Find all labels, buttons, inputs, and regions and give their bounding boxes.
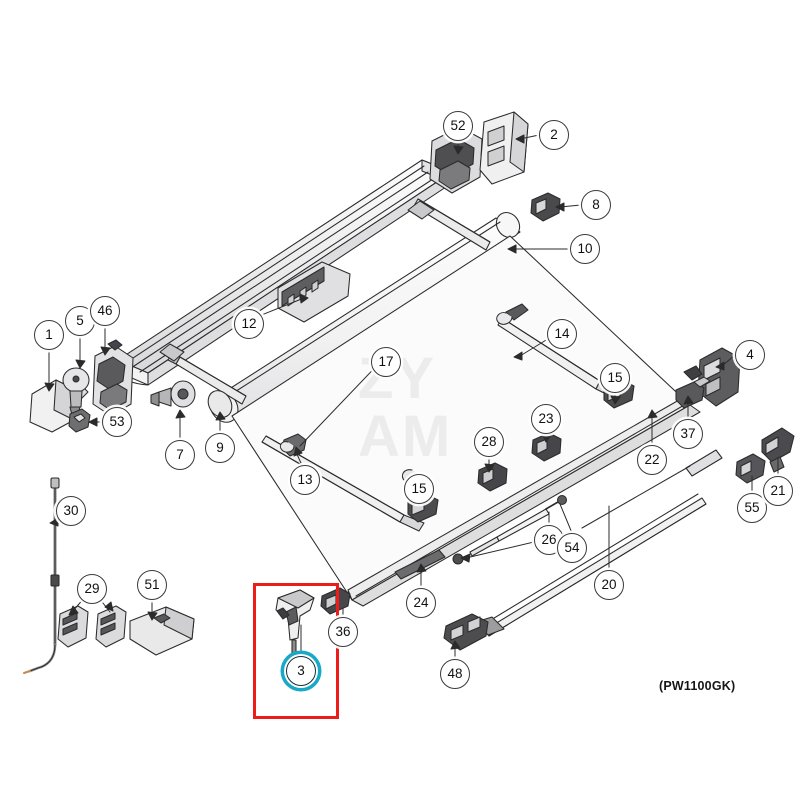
part-55-fitting: [735, 453, 766, 484]
callout-13[interactable]: 13: [290, 465, 320, 495]
callout-55[interactable]: 55: [737, 493, 767, 523]
articulated-arm-right: [407, 198, 491, 251]
callout-22[interactable]: 22: [637, 445, 667, 475]
callout-17[interactable]: 17: [371, 347, 401, 377]
part-51-cover: [129, 606, 195, 656]
part-52-mount: [429, 122, 483, 194]
part-24-strip: [394, 549, 446, 580]
part-code-label: (PW1100GK): [659, 679, 736, 693]
callout-7[interactable]: 7: [165, 440, 195, 470]
callout-12[interactable]: 12: [234, 309, 264, 339]
callout-1[interactable]: 1: [34, 320, 64, 350]
part-53-clip: [68, 408, 91, 433]
callout-53[interactable]: 53: [102, 407, 132, 437]
part-12-railconnector: [277, 261, 351, 323]
callout-15[interactable]: 15: [600, 363, 630, 393]
part-2-endcap: [479, 111, 529, 185]
part-21-fitting: [761, 427, 795, 473]
part-17-loop: [279, 441, 295, 453]
callout-2[interactable]: 2: [539, 120, 569, 150]
part-37-clip: [675, 376, 711, 409]
part-9-rollerend: [207, 390, 233, 418]
rafter-bar: [581, 449, 723, 529]
highlight-box: [253, 583, 339, 719]
part-36-fitting: [320, 587, 351, 615]
callout-29[interactable]: 29: [77, 574, 107, 604]
callout-5[interactable]: 5: [65, 306, 95, 336]
callout-52[interactable]: 52: [443, 111, 473, 141]
part-3-bracket: [275, 589, 315, 655]
callout-23[interactable]: 23: [531, 404, 561, 434]
part-7-gearhead: [150, 380, 196, 408]
part-28-fitting: [477, 462, 508, 492]
part-29-brackets: [57, 605, 127, 648]
part-48-fitting: [443, 613, 489, 651]
callout-36[interactable]: 36: [328, 617, 358, 647]
callout-48[interactable]: 48: [440, 659, 470, 689]
callout-9[interactable]: 9: [205, 433, 235, 463]
callout-51[interactable]: 51: [137, 570, 167, 600]
watermark-line2: AM: [358, 404, 453, 469]
callout-10[interactable]: 10: [570, 234, 600, 264]
callout-37[interactable]: 37: [673, 419, 703, 449]
part-46-bracket: [92, 339, 134, 417]
callout-20[interactable]: 20: [594, 570, 624, 600]
callout-21[interactable]: 21: [763, 476, 793, 506]
crank-handle: [23, 477, 60, 674]
callout-46[interactable]: 46: [90, 296, 120, 326]
callout-30[interactable]: 30: [56, 496, 86, 526]
callout-54[interactable]: 54: [557, 533, 587, 563]
part-8-block: [530, 192, 561, 222]
callout-8[interactable]: 8: [581, 190, 611, 220]
callout-3[interactable]: 3: [286, 656, 316, 686]
callout-28[interactable]: 28: [474, 427, 504, 457]
callout-4[interactable]: 4: [735, 340, 765, 370]
support-arm-left: [261, 435, 425, 532]
part-5-knob: [62, 367, 90, 416]
callout-15b[interactable]: 15: [404, 474, 434, 504]
part-14-loop: [496, 312, 513, 325]
callout-24[interactable]: 24: [406, 588, 436, 618]
callout-14[interactable]: 14: [547, 319, 577, 349]
